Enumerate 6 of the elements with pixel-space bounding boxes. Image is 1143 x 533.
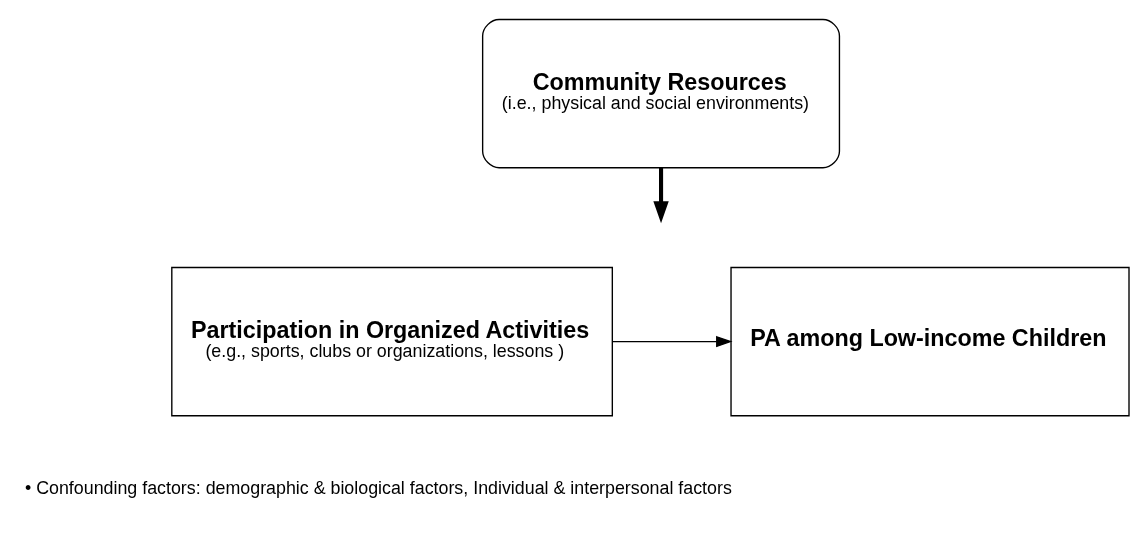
label: • Confounding factors: demographic & biological factors, Individual & interpersonal factors	[24, 477, 732, 498]
node-box: PA among Low-income Children	[730, 266, 1130, 416]
arrow	[653, 167, 669, 223]
arrow	[612, 335, 733, 347]
node-box: Community Resources (i.e., physical and social environments)	[481, 18, 841, 168]
node-box: Participation in Organized Activities (e.g., sports, clubs or organizations, lessons )	[171, 266, 613, 416]
